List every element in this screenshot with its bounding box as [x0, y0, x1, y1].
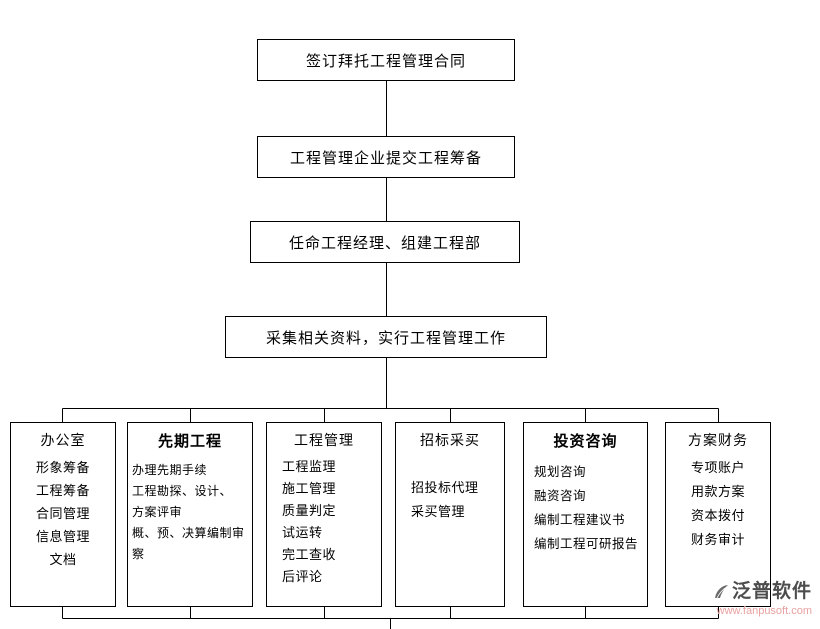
- dept-item: 概、预、决算编制审察: [132, 526, 245, 561]
- watermark-url: www.fanpusoft.com: [716, 604, 812, 617]
- dept-item: 招投标代理: [411, 480, 479, 495]
- flow-step-sign-contract: 签订拜托工程管理合同: [257, 39, 515, 81]
- dept-item-list: 办理先期手续工程勘探、设计、方案评审概、预、决算编制审察: [128, 460, 252, 565]
- dept-box-project-management: 工程管理 工程监理施工管理质量判定试运转完工查收后评论: [266, 422, 382, 607]
- watermark-brand: 泛普软件: [731, 581, 812, 602]
- dept-item: 融资咨询: [534, 489, 587, 503]
- dept-item: 工程勘探、设计、: [132, 484, 233, 498]
- dept-item: 资本拨付: [690, 508, 745, 523]
- dept-item: 试运转: [282, 525, 323, 540]
- dept-item: 编制工程可研报告: [534, 537, 639, 551]
- dept-item: 采买管理: [411, 504, 466, 519]
- dept-item: 后评论: [282, 569, 323, 584]
- dept-item: 编制工程建议书: [534, 513, 626, 527]
- dept-title: 投资咨询: [553, 434, 618, 450]
- dept-box-investment-consulting: 投资咨询 规划咨询融资咨询编制工程建议书编制工程可研报告: [523, 422, 648, 607]
- dept-item: 文档: [49, 552, 77, 567]
- dept-title: 工程管理: [294, 434, 354, 449]
- flow-step-collect-data: 采集相关资料，实行工程管理工作: [225, 316, 547, 358]
- dept-item: 专项账户: [690, 460, 745, 475]
- dept-box-office: 办公室 形象筹备工程筹备合同管理信息管理文档: [10, 422, 116, 607]
- dept-item: 用款方案: [690, 484, 745, 499]
- branch-bottom-lines: [62, 607, 719, 629]
- dept-box-plan-finance: 方案财务 专项账户用款方案资本拨付财务审计: [665, 422, 771, 607]
- dept-box-early-works: 先期工程 办理先期手续工程勘探、设计、方案评审概、预、决算编制审察: [127, 422, 253, 607]
- dept-item: 形象筹备: [35, 460, 90, 475]
- watermark: 泛普软件 www.fanpusoft.com: [686, 581, 812, 617]
- dept-item: 规划咨询: [534, 465, 587, 479]
- dept-box-bidding-procurement: 招标采买 招投标代理采买管理: [395, 422, 505, 607]
- dept-item: 信息管理: [35, 529, 90, 544]
- dept-item: 办理先期手续: [132, 463, 208, 477]
- dept-item-list: 形象筹备工程筹备合同管理信息管理文档: [11, 456, 115, 571]
- pen-nib-icon: [712, 583, 730, 601]
- dept-item: 合同管理: [35, 506, 90, 521]
- dept-item: 方案评审: [132, 505, 183, 519]
- dept-title: 先期工程: [157, 434, 222, 450]
- dept-title: 办公室: [40, 434, 86, 449]
- dept-title: 招标采买: [420, 434, 480, 449]
- dept-item: 施工管理: [282, 481, 337, 496]
- dept-item-list: 规划咨询融资咨询编制工程建议书编制工程可研报告: [524, 460, 647, 556]
- dept-title: 方案财务: [688, 434, 748, 449]
- dept-item: 财务审计: [690, 532, 745, 547]
- dept-item: 完工查收: [282, 547, 337, 562]
- branch-top-lines: [62, 408, 719, 422]
- dept-item: 工程筹备: [35, 483, 90, 498]
- dept-item: 质量判定: [282, 503, 337, 518]
- dept-item-list: 专项账户用款方案资本拨付财务审计: [666, 456, 770, 552]
- dept-item-list: 工程监理施工管理质量判定试运转完工查收后评论: [267, 456, 381, 588]
- flow-step-submit-preparation: 工程管理企业提交工程筹备: [257, 136, 515, 178]
- dept-item: 工程监理: [282, 459, 337, 474]
- dept-item-list: 招投标代理采买管理: [396, 476, 504, 524]
- flow-step-appoint-manager: 任命工程经理、组建工程部: [250, 221, 520, 263]
